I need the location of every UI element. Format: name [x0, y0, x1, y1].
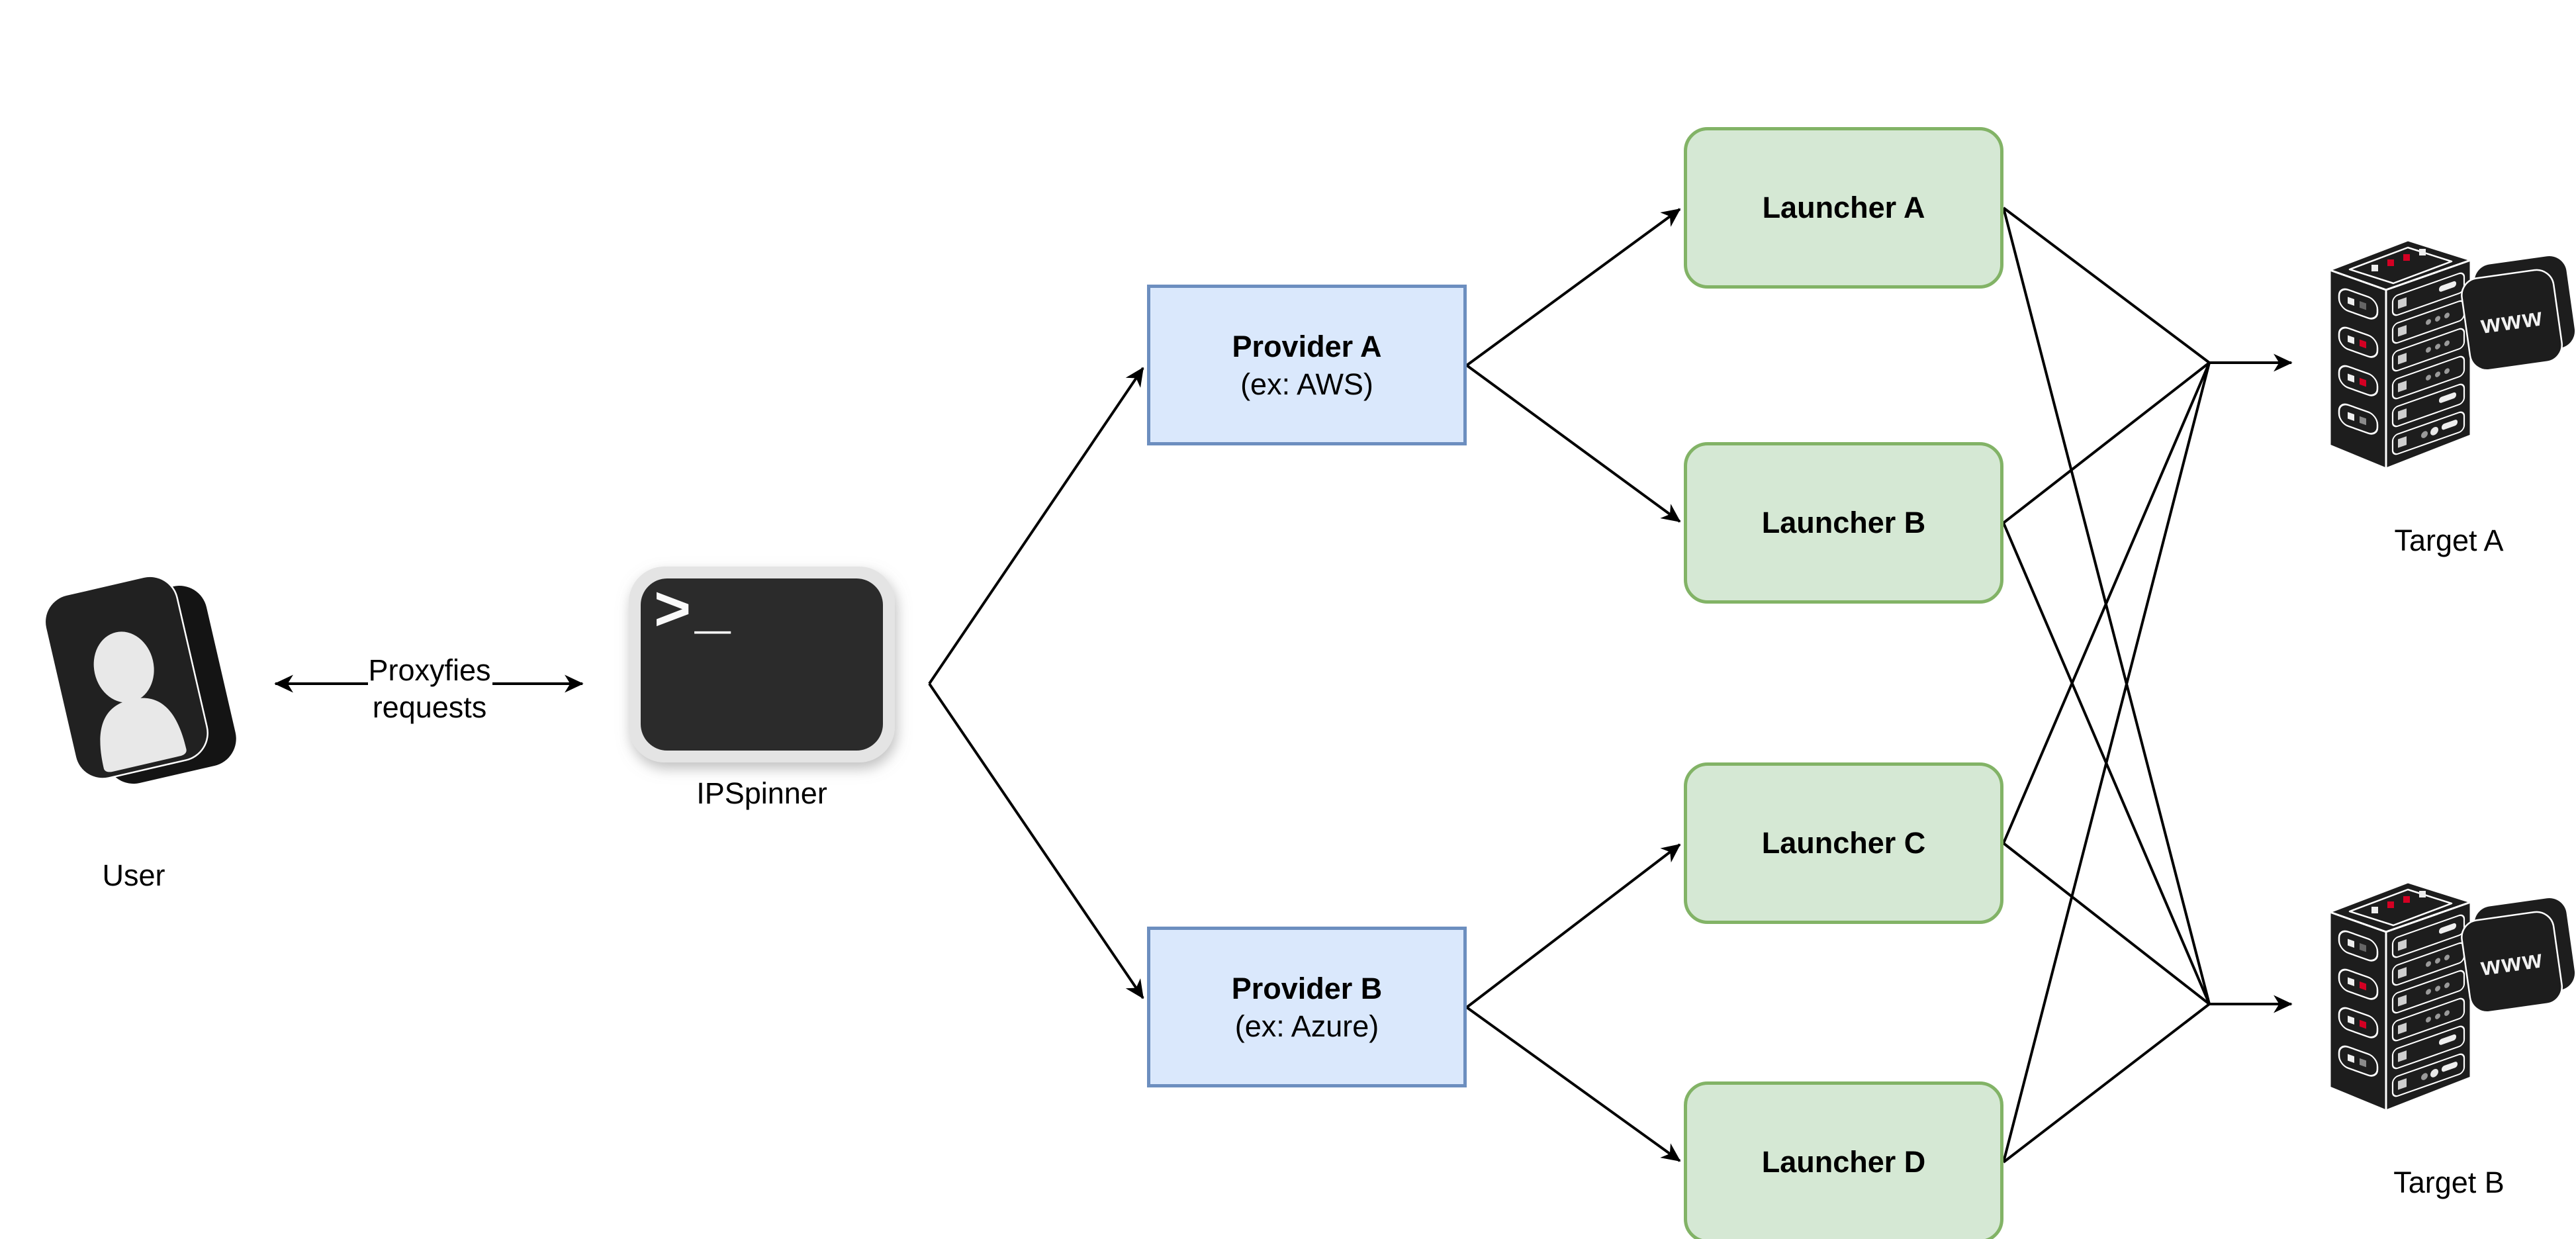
target-a-server-icon: www: [2328, 239, 2575, 470]
target-a-www-badge: www: [2461, 255, 2575, 371]
person-badge-icon: [44, 575, 236, 784]
edge-provider-b-launcher-c: [1465, 843, 1681, 1009]
terminal-prompt: >: [654, 573, 691, 644]
provider-a-subtitle: (ex: AWS): [1240, 367, 1373, 401]
user-head: [93, 631, 154, 703]
edge-label-line2: requests: [372, 690, 487, 724]
edge-provider-a-launcher-a: [1465, 208, 1681, 367]
user-shoulders: [100, 698, 187, 772]
label-target-b: Target B: [2393, 1166, 2505, 1199]
node-launcher-a: Launcher A: [1684, 127, 2003, 289]
edge-launcher-b-target-a: [2002, 361, 2211, 524]
provider-b-subtitle: (ex: Azure): [1234, 1009, 1379, 1043]
edge-label-proxyfies-requests: Proxyfies requests: [350, 652, 509, 726]
edge-launcher-a-target-b: [2002, 207, 2211, 1005]
edge-launcher-c-target-b: [2002, 842, 2211, 1005]
edge-launcher-b-target-b: [2002, 522, 2211, 1005]
label-target-a: Target A: [2394, 524, 2504, 557]
node-provider-b: Provider B (ex: Azure): [1147, 927, 1467, 1087]
edge-label-line1: Proxyfies: [368, 653, 491, 687]
node-launcher-c: Launcher C: [1684, 762, 2003, 924]
edge-provider-a-launcher-b: [1465, 364, 1681, 523]
target-b-server-icon: www: [2328, 881, 2575, 1112]
edge-provider-b-launcher-d: [1465, 1006, 1681, 1162]
www-badge-face: [2461, 911, 2563, 1013]
launcher-d-label: Launcher D: [1761, 1145, 1926, 1179]
edge-launcher-a-target-a: [2002, 206, 2211, 364]
launcher-b-label: Launcher B: [1761, 506, 1926, 539]
provider-b-title: Provider B: [1231, 971, 1383, 1005]
label-user: User: [102, 858, 165, 892]
launcher-c-label: Launcher C: [1761, 826, 1926, 860]
terminal-cursor: _: [694, 569, 731, 640]
edge-ipspinner-provider-b: [928, 682, 1144, 999]
www-badge-face: [2461, 269, 2563, 371]
node-provider-a: Provider A (ex: AWS): [1147, 285, 1467, 445]
node-launcher-b: Launcher B: [1684, 442, 2003, 604]
terminal-icon: > _: [629, 567, 895, 762]
edge-ipspinner-provider-a: [928, 367, 1144, 685]
launcher-a-label: Launcher A: [1762, 191, 1925, 224]
node-launcher-d: Launcher D: [1684, 1081, 2003, 1239]
target-b-www-badge: www: [2461, 897, 2575, 1013]
edge-launcher-d-target-b: [2002, 1003, 2211, 1164]
terminal-screen: [641, 578, 883, 751]
provider-a-title: Provider A: [1232, 329, 1382, 363]
label-ipspinner: IPSpinner: [696, 776, 827, 810]
